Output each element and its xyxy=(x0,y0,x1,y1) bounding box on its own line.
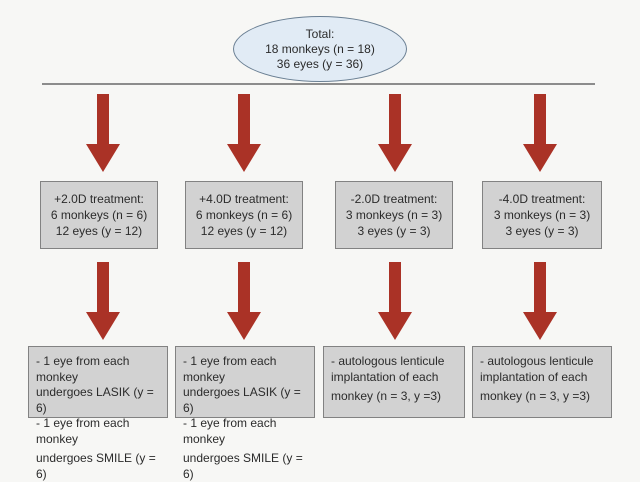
outcome-box-minus2d: - autologous lenticule implantation of e… xyxy=(323,346,465,418)
box-text-line: 12 eyes (y = 12) xyxy=(200,224,288,238)
down-arrow-icon xyxy=(86,262,120,340)
box-text-line: monkey (n = 3, y =3) xyxy=(480,389,591,403)
down-arrow-icon xyxy=(523,94,557,172)
down-arrow-icon xyxy=(378,94,412,172)
box-text-line: - 1 eye from each monkey xyxy=(36,416,130,446)
treatment-box-minus2d: -2.0D treatment: 3 monkeys (n = 3) 3 eye… xyxy=(335,181,453,249)
box-text-line: 3 monkeys (n = 3) xyxy=(493,208,591,222)
box-text-line: -2.0D treatment: xyxy=(350,192,438,206)
box-text-line: undergoes SMILE (y = 6) xyxy=(183,451,303,481)
down-arrow-icon xyxy=(227,262,261,340)
box-text-line: 3 eyes (y = 3) xyxy=(357,224,431,238)
box-text-line: - 1 eye from each monkey xyxy=(183,354,277,384)
down-arrow-icon xyxy=(227,94,261,172)
down-arrow-icon xyxy=(378,262,412,340)
box-text-line: - 1 eye from each monkey xyxy=(36,354,130,384)
outcome-box-plus4d: - 1 eye from each monkey undergoes LASIK… xyxy=(175,346,315,481)
treatment-box-plus4d: +4.0D treatment: 6 monkeys (n = 6) 12 ey… xyxy=(185,181,303,249)
outcome-box-plus2d: - 1 eye from each monkey undergoes LASIK… xyxy=(28,346,168,481)
down-arrow-icon xyxy=(86,94,120,172)
down-arrow-icon xyxy=(523,262,557,340)
divider-line xyxy=(42,83,595,85)
total-line: 36 eyes (y = 36) xyxy=(276,56,364,71)
box-text-line: -4.0D treatment: xyxy=(498,192,586,206)
box-text-line: 3 eyes (y = 3) xyxy=(505,224,579,238)
total-node: Total: 18 monkeys (n = 18) 36 eyes (y = … xyxy=(233,16,407,82)
box-text-line: - autologous lenticule xyxy=(331,354,445,368)
box-text-line: implantation of each xyxy=(331,369,439,384)
box-text-line: 12 eyes (y = 12) xyxy=(55,224,143,238)
treatment-box-minus4d: -4.0D treatment: 3 monkeys (n = 3) 3 eye… xyxy=(482,181,602,249)
box-text-line: 3 monkeys (n = 3) xyxy=(345,208,443,222)
treatment-box-plus2d: +2.0D treatment: 6 monkeys (n = 6) 12 ey… xyxy=(40,181,158,249)
outcome-box-minus4d: - autologous lenticule implantation of e… xyxy=(472,346,612,418)
box-text-line: - autologous lenticule xyxy=(480,354,594,368)
box-text-line: implantation of each xyxy=(480,369,588,384)
box-text-line: undergoes SMILE (y = 6) xyxy=(36,451,156,481)
box-text-line: undergoes LASIK (y = 6) xyxy=(36,385,154,415)
box-text-line: - 1 eye from each monkey xyxy=(183,416,277,446)
box-text-line: 6 monkeys (n = 6) xyxy=(50,208,148,222)
total-line: Total: xyxy=(305,26,335,41)
total-line: 18 monkeys (n = 18) xyxy=(265,41,375,56)
box-text-line: 6 monkeys (n = 6) xyxy=(195,208,293,222)
box-text-line: monkey (n = 3, y =3) xyxy=(331,389,442,403)
box-text-line: +4.0D treatment: xyxy=(199,192,289,206)
box-text-line: +2.0D treatment: xyxy=(54,192,144,206)
box-text-line: undergoes LASIK (y = 6) xyxy=(183,385,301,415)
